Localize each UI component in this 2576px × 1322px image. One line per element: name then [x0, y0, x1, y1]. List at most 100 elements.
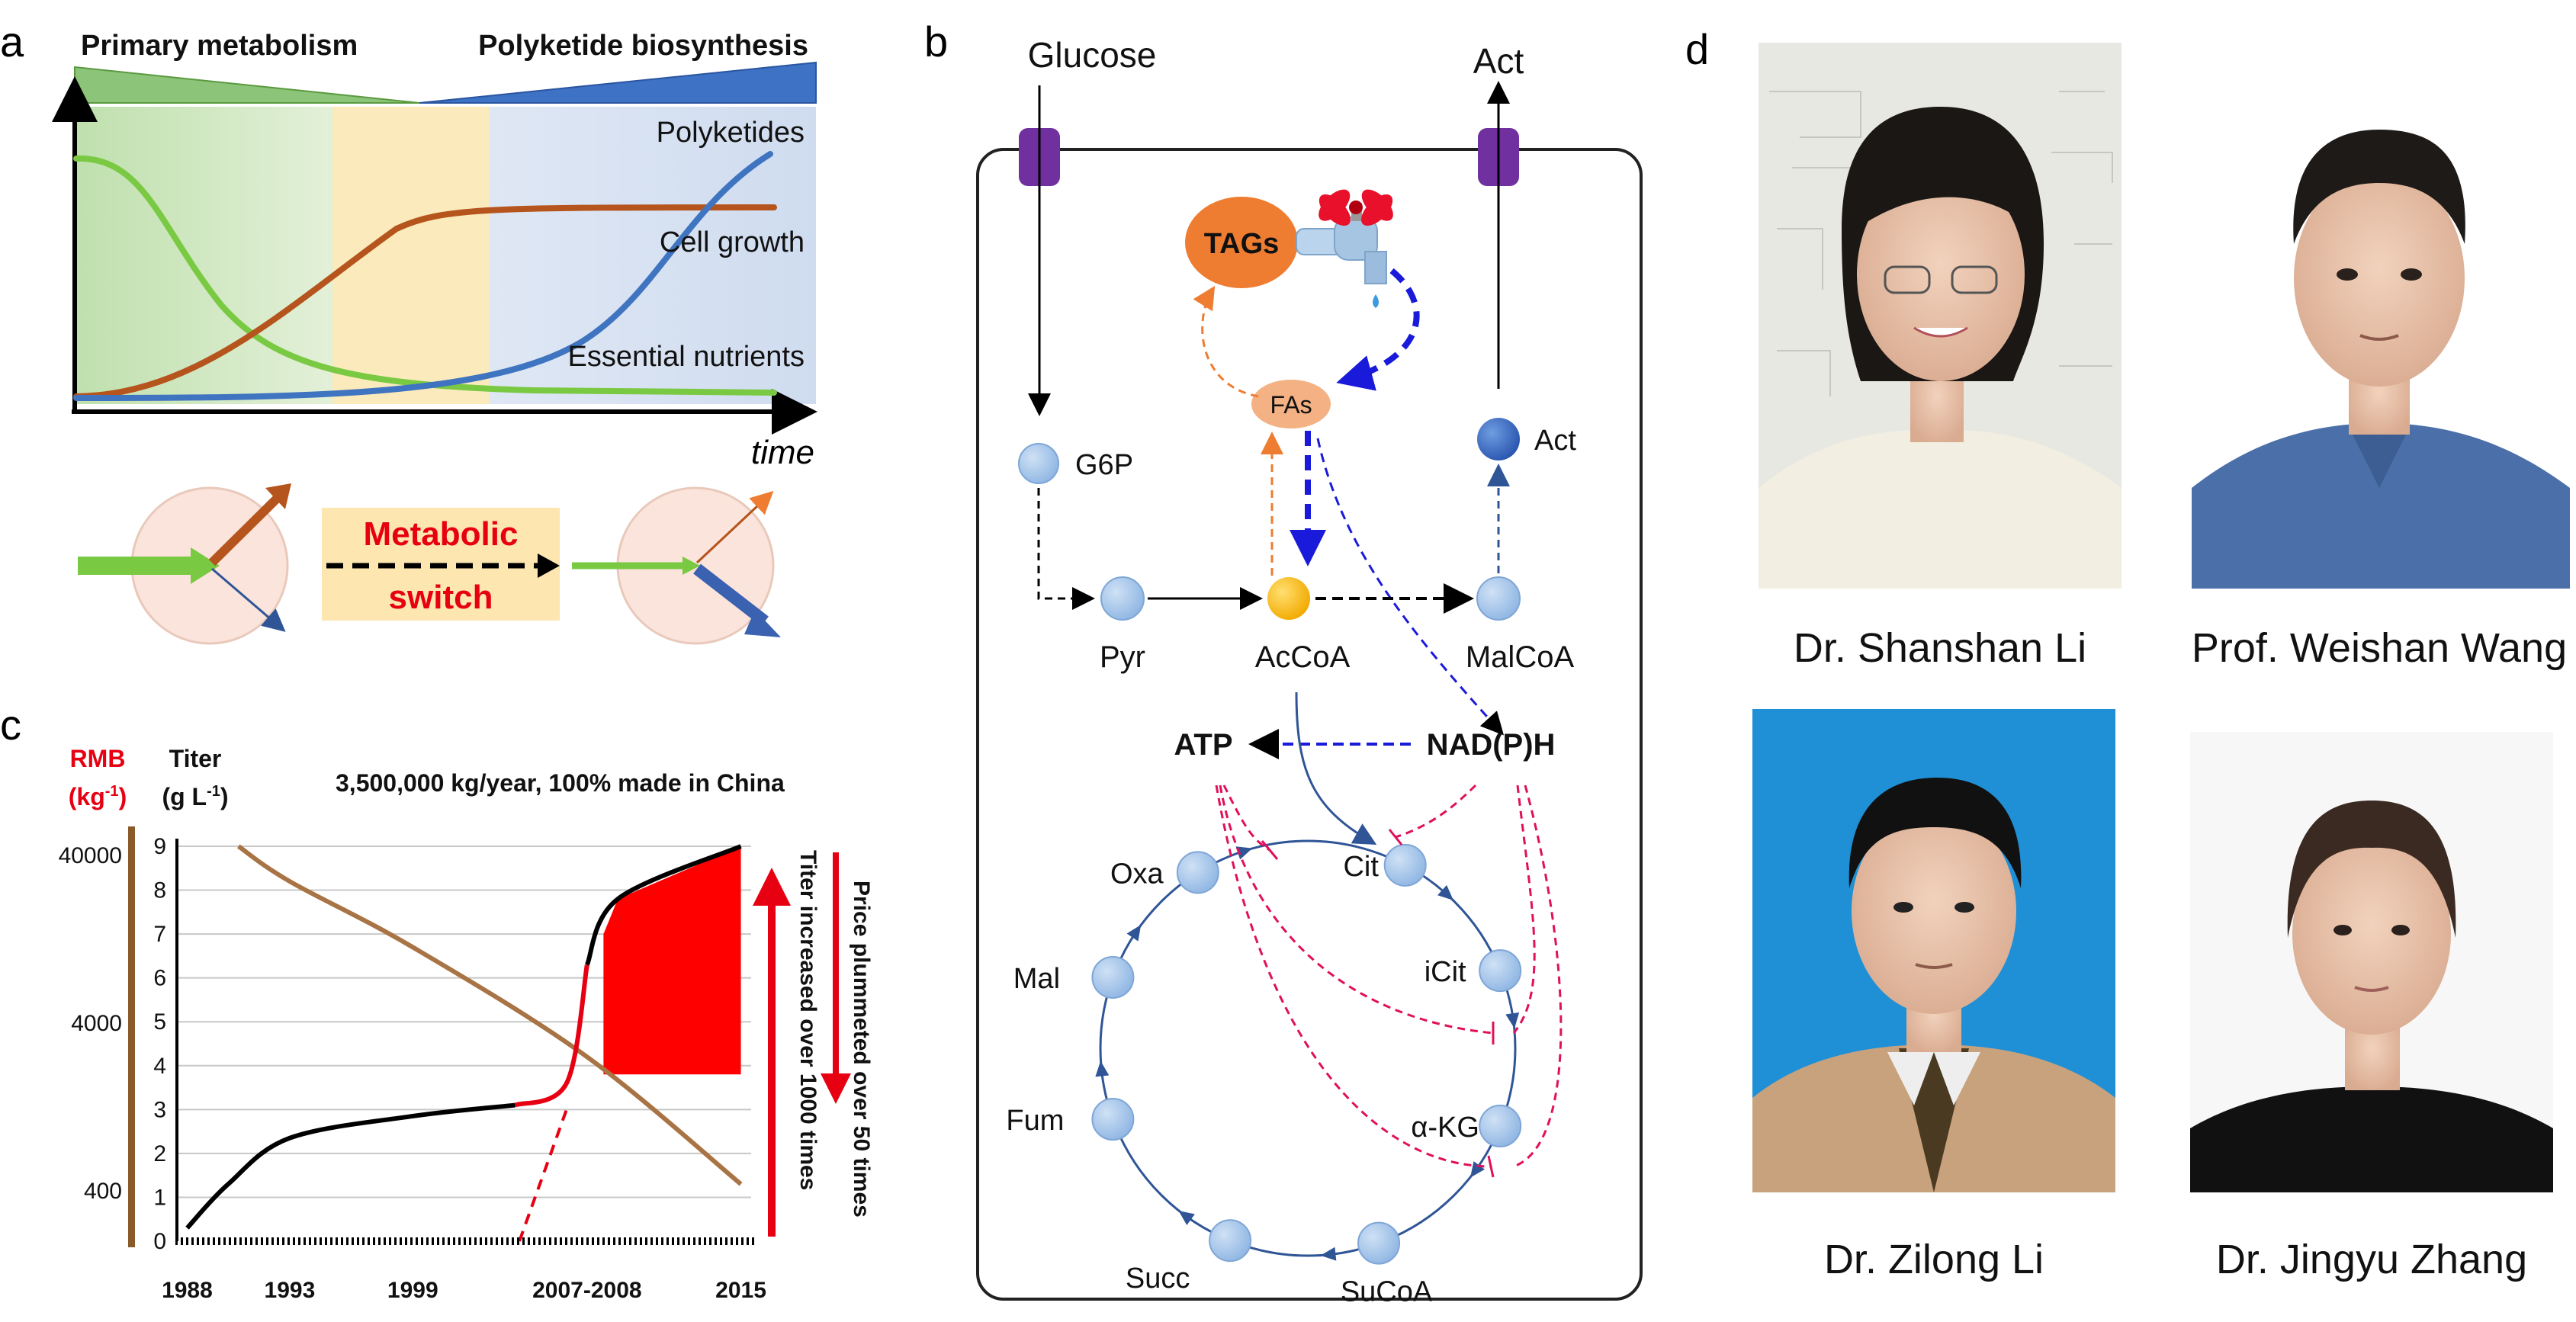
nadph-inhibits-akg-line [1513, 785, 1563, 1168]
year-tick-label: 1993 [265, 1278, 316, 1303]
fas-label: FAs [1270, 391, 1312, 419]
price-drop-note: Price plummeted over 50 times [849, 881, 874, 1218]
panel-d-letter: d [1685, 25, 1709, 73]
titer-jump-line [514, 964, 589, 1108]
price-line [236, 844, 743, 1186]
panel-d: d Dr. Shanshan Li [1685, 25, 2570, 1282]
nutrient-flux-arrowhead-before [191, 547, 220, 584]
time-axis-label: time [751, 434, 814, 471]
titer-tick-label: 0 [153, 1229, 166, 1254]
titer-tick-label: 7 [153, 922, 166, 947]
atp-label: ATP [1174, 728, 1232, 762]
tca-flow-arrowhead [1505, 1012, 1520, 1029]
tca-node-label: Fum [1006, 1105, 1064, 1137]
tca-node-label: Cit [1343, 851, 1379, 883]
growth-flux-arrow-after [695, 490, 774, 564]
year-tick-label: 2015 [715, 1278, 766, 1303]
photo-shanshan-li [1759, 43, 2122, 589]
titer-increase-fill [603, 846, 741, 1075]
photo-zilong-li [1752, 709, 2115, 1192]
malcoa-node [1476, 576, 1521, 621]
titer-projection-line [518, 1109, 568, 1242]
tca-node [1357, 1221, 1401, 1265]
tca-node [1091, 955, 1135, 999]
titer-tick-label: 5 [153, 1009, 166, 1035]
year-tick-label: 1999 [387, 1278, 438, 1303]
growth-flux-arrow-before [208, 493, 282, 566]
tca-flow-arrowhead [1320, 1247, 1337, 1261]
polyketides-curve [73, 151, 773, 401]
act-export-label: Act [1473, 41, 1524, 81]
act-label: Act [1534, 425, 1576, 457]
tca-node [1383, 843, 1427, 887]
polyketide-wedge [419, 61, 817, 104]
tca-flow-arrowhead [1469, 1161, 1486, 1178]
production-headline: 3,500,000 kg/year, 100% made in China [336, 769, 785, 797]
photo-jingyu-zhang [2190, 732, 2553, 1192]
titer-increase-note: Titer increased over 1000 times [795, 850, 821, 1190]
g6p-node [1018, 443, 1059, 484]
cell-growth-curve [73, 204, 777, 399]
tca-node-label: Oxa [1110, 858, 1164, 890]
titer-line-late [585, 844, 742, 966]
g6p-to-pyr-arrow [1037, 488, 1095, 610]
photo-weishan-wang [2192, 43, 2570, 589]
atp-inhibits-icit-line [1219, 785, 1494, 1035]
panel-c: c RMB (kg-1) Titer (g L-1) 3,500,000 kg/… [0, 701, 874, 1303]
cell-growth-curve-label: Cell growth [660, 226, 805, 258]
panel-b: b Glucose Act TAGs FAs [924, 18, 1643, 1308]
tca-flow-arrowhead [1437, 884, 1453, 900]
titer-tick-label: 1 [153, 1185, 166, 1210]
tca-node-label: SuCoA [1341, 1276, 1433, 1308]
growth-flux-arrowhead-before [265, 483, 291, 509]
polyketides-curve-label: Polyketides [657, 117, 805, 149]
rmb-tick-400: 400 [84, 1179, 122, 1204]
g6p-label: G6P [1075, 449, 1133, 481]
nutrient-flux-arrowhead-after [683, 557, 700, 575]
tca-flow-arrowhead [1235, 846, 1253, 860]
name-jingyu-zhang: Dr. Jingyu Zhang [2216, 1237, 2527, 1282]
polyketide-flux-arrow-before [211, 567, 286, 632]
panel-b-letter: b [924, 18, 948, 66]
faucet-valve-icon [1319, 189, 1393, 226]
fas-to-tags-arrow [1193, 285, 1259, 398]
accoa-label: AcCoA [1255, 640, 1351, 674]
titer-tick-label: 6 [153, 966, 166, 991]
titer-increase-area [603, 846, 741, 1075]
titer-tick-label: 3 [153, 1097, 166, 1122]
tags-label: TAGs [1204, 228, 1280, 260]
name-zilong-li: Dr. Zilong Li [1824, 1237, 2044, 1282]
cell-membrane [976, 148, 1643, 1301]
metabolic-switch-line1: Metabolic [364, 515, 519, 553]
polyketide-flux-arrow-after [693, 563, 769, 627]
rmb-tick-4000: 4000 [71, 1011, 122, 1036]
tca-node [1479, 949, 1522, 993]
fas-node [1251, 380, 1331, 428]
titer-axis-unit: (g L-1) [162, 783, 228, 810]
essential-nutrients-curve-label: Essential nutrients [568, 341, 805, 373]
tca-cycle-ring [1099, 839, 1517, 1257]
titer-tick-label: 8 [153, 878, 166, 903]
rmb-axis-unit: (kg-1) [69, 783, 127, 810]
faucet-icon [1296, 203, 1387, 308]
act-node [1477, 418, 1520, 460]
tca-node [1209, 1219, 1252, 1263]
rmb-tick-40000: 40000 [59, 843, 122, 868]
tca-flow-arrowhead [1095, 1060, 1110, 1077]
name-shanshan-li: Dr. Shanshan Li [1794, 625, 2086, 671]
inhibition-bars [1261, 829, 1495, 1178]
rmb-axis-title: RMB [70, 745, 126, 772]
polyketide-biosynthesis-label: Polyketide biosynthesis [478, 30, 808, 62]
tca-node-label: Succ [1126, 1263, 1190, 1295]
titer-tick-label: 4 [153, 1054, 166, 1079]
fas-to-nadph-arrow [1316, 438, 1505, 736]
tca-node [1176, 851, 1219, 894]
accoa-node [1267, 577, 1310, 620]
name-weishan-wang: Prof. Weishan Wang [2192, 625, 2567, 671]
tca-node-label: α-KG [1411, 1112, 1479, 1144]
malcoa-label: MalCoA [1466, 640, 1575, 674]
accoa-to-cit-arrow [1295, 691, 1377, 845]
